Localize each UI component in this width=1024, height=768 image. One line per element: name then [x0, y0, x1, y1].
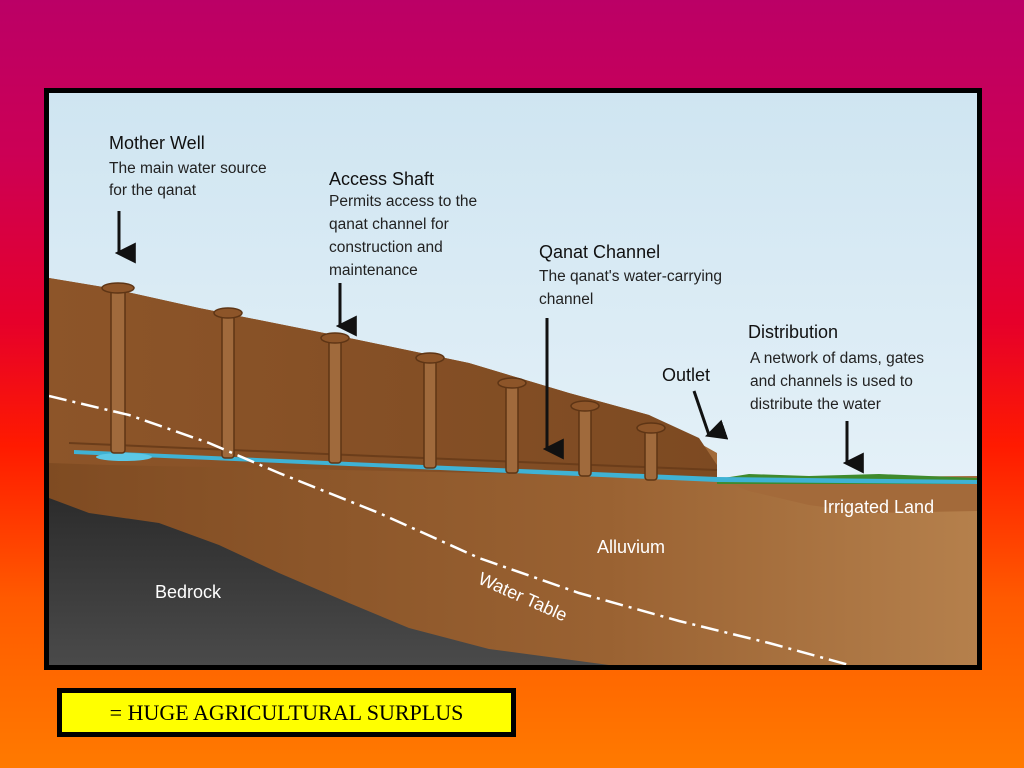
mother-well-shaft [111, 288, 125, 453]
surplus-text: = HUGE AGRICULTURAL SURPLUS [62, 693, 511, 732]
qanat-channel-desc-line-1: The qanat's water-carrying [539, 268, 722, 285]
mother-well-title: Mother Well [109, 133, 205, 153]
qanat-diagram-svg: Mother Well The main water source for th… [49, 93, 977, 665]
access-shaft-desc-line-2: qanat channel for [329, 216, 449, 233]
distribution-desc-line-3: distribute the water [750, 396, 881, 413]
access-shaft-1 [222, 313, 234, 458]
access-shaft-4 [506, 383, 518, 473]
mother-well-desc-line-2: for the qanat [109, 182, 197, 199]
mother-well-pool [96, 453, 152, 461]
access-shaft-6 [645, 428, 657, 480]
access-shaft-desc-line-4: maintenance [329, 262, 418, 279]
distribution-title: Distribution [748, 322, 838, 342]
access-shaft-3 [424, 358, 436, 468]
distribution-desc-line-2: and channels is used to [750, 373, 913, 390]
bedrock-label: Bedrock [155, 582, 222, 602]
qanat-channel-desc-line-2: channel [539, 291, 593, 308]
access-shaft-5 [579, 406, 591, 476]
irrigated-land-label: Irrigated Land [823, 497, 934, 517]
mother-well-desc-line-1: The main water source [109, 160, 267, 177]
access-shaft-desc-line-3: construction and [329, 239, 443, 256]
surplus-callout: = HUGE AGRICULTURAL SURPLUS [57, 688, 516, 737]
outlet-title: Outlet [662, 365, 710, 385]
qanat-diagram: Mother Well The main water source for th… [44, 88, 982, 670]
access-shaft-2 [329, 338, 341, 463]
access-shaft-title: Access Shaft [329, 169, 434, 189]
distribution-desc-line-1: A network of dams, gates [750, 350, 924, 367]
access-shaft-desc-line-1: Permits access to the [329, 193, 477, 210]
alluvium-label: Alluvium [597, 537, 665, 557]
qanat-channel-title: Qanat Channel [539, 242, 660, 262]
